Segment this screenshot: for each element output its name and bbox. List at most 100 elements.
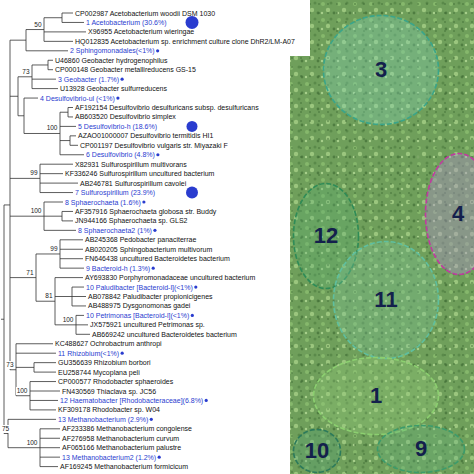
- tree-branch: [16, 395, 30, 396]
- taxon-label: FN646438 uncultured Bacteroidetes bacter…: [85, 254, 230, 263]
- tree-branch: [4, 433, 8, 434]
- tree-branch: [44, 17, 62, 18]
- taxon-label: JN944166 Sphaerochaeta sp. GLS2: [75, 216, 187, 225]
- label-text: AF169245 Methanobacterium formicicum: [60, 463, 188, 470]
- region-shape: [324, 16, 439, 125]
- tree-branch: [40, 164, 73, 165]
- taxon-label: FN430569 Thiaclava sp. JC56: [62, 387, 156, 396]
- taxon-label: AF357916 Sphaerochaeta globosa str. Budd…: [75, 207, 216, 216]
- label-text: AF233386 Methanobacterium congolense: [62, 425, 192, 432]
- taxon-label: X82931 Sulfurospirillum multivorans: [75, 160, 187, 169]
- tree-branch: [40, 173, 63, 174]
- tree-branch: [32, 88, 58, 89]
- otu-label: 7 Sulfurospirillum (23.9%): [75, 188, 155, 197]
- taxon-label: AB078842 Paludibacter propionicigenes: [88, 292, 213, 301]
- taxon-label: AB603520 Desulfovibrio simplex: [75, 112, 176, 121]
- otu-label: 1 Acetobacterium (30.6%): [86, 18, 167, 27]
- taxon-label: AB020205 Sphingobacterium multivorum: [85, 245, 212, 254]
- label-text: AF276958 Methanobacterium curvum: [62, 435, 179, 442]
- bootstrap-value: 100: [30, 207, 43, 215]
- tree-branch: [16, 367, 34, 368]
- tree-branch: [10, 216, 44, 217]
- tree-branch: [40, 457, 60, 458]
- tree-branch: [62, 211, 73, 212]
- tree-branch: [1, 319, 4, 320]
- tree-branch: [30, 409, 56, 410]
- label-text: AY693830 Porphyromonadaceae uncultured b…: [85, 274, 255, 281]
- bootstrap-value: 100: [62, 316, 75, 324]
- label-text: EU258744 Mycoplana peli: [58, 369, 140, 376]
- label-text: GU356639 Rhizobium borbori: [58, 359, 151, 366]
- tree-branch: [40, 183, 78, 184]
- label-text: 4 Desulfovibrio-ul (<1%): [40, 95, 115, 102]
- tree-branch: [16, 343, 53, 344]
- abundance-dot: [142, 200, 145, 203]
- label-text: KF336246 Sulfurospirillum uncultured bac…: [65, 170, 214, 177]
- label-text: FN646438 uncultured Bacteroidetes bacter…: [85, 255, 230, 262]
- tree-branch: [32, 79, 56, 80]
- tree-branch: [62, 13, 73, 14]
- label-text: 75: [2, 425, 9, 432]
- label-text: AB246781 Sulfurospirillum cavolei: [80, 180, 186, 187]
- label-text: 73: [6, 361, 13, 368]
- otu-label: 12 Haematobacter [Rhodobacteraceae](6.8%…: [60, 396, 203, 405]
- label-text: 2 Sphingomonadales(<1%): [70, 47, 155, 54]
- bootstrap-value: 100: [46, 124, 59, 132]
- tree-branch: [8, 419, 56, 420]
- tree-branch: [76, 334, 90, 335]
- tree-branch: [60, 126, 76, 127]
- bootstrap-value: 99: [49, 245, 58, 253]
- taxon-label: AF065166 Methanobacterium palustre: [62, 443, 181, 452]
- tree-branch: [55, 277, 83, 278]
- abundance-dot: [205, 399, 208, 402]
- region-shape: [378, 426, 465, 473]
- image-region: 3: [322, 14, 440, 126]
- bootstrap-value: 50: [33, 21, 42, 29]
- taxon-label: KF309178 Rhodobacter sp. W04: [58, 405, 160, 414]
- tree-branch: [60, 112, 68, 113]
- taxon-label: AB246781 Sulfurospirillum cavolei: [80, 179, 186, 188]
- bootstrap-value: 99: [29, 169, 38, 177]
- otu-label: 9 Bacteroid-h (1.3%): [86, 264, 150, 273]
- label-text: 100: [47, 124, 58, 131]
- region-shape: [426, 154, 474, 275]
- tree-branch: [44, 41, 73, 42]
- label-text: 3 Geobacter (1.7%): [58, 76, 119, 83]
- region-number: 12: [314, 224, 338, 248]
- taxon-label: AB669242 uncultured Bacteroidetes bacter…: [92, 330, 237, 339]
- tree-branch: [60, 268, 84, 269]
- label-text: AB488975 Dysgonomonas gadei: [88, 302, 190, 309]
- label-text: 12 Haematobacter [Rhodobacteraceae](6.8%…: [60, 397, 203, 404]
- region-shape: [314, 358, 439, 435]
- tree-branch: [60, 249, 83, 250]
- label-text: AZAO01000007 Desulfovibrio termitidis HI…: [78, 132, 213, 139]
- tree-branch: [72, 296, 86, 297]
- label-text: 73: [22, 68, 29, 75]
- tree-branch: [24, 98, 38, 99]
- taxon-label: U13928 Geobacter sulfurreducens: [60, 84, 167, 93]
- abundance-dot: [116, 96, 119, 99]
- tree-branch: [40, 466, 58, 467]
- tree-branch: [34, 372, 56, 373]
- label-text: 8 Sphaerochaeta (1.6%): [65, 199, 141, 206]
- taxon-label: GU356639 Rhizobium borbori: [58, 358, 151, 367]
- label-text: KF309178 Rhodobacter sp. W04: [58, 406, 160, 413]
- tree-branch: [26, 50, 68, 51]
- tree-branch: [48, 69, 53, 70]
- tree-branch: [10, 178, 40, 179]
- bootstrap-value: 81: [44, 292, 53, 300]
- tree-branch: [76, 324, 88, 325]
- tree-branch: [44, 216, 62, 217]
- taxon-label: AF192154 Desulfovibrio desulfuricans sub…: [75, 103, 259, 112]
- label-text: 99: [50, 245, 57, 252]
- tree-branch: [24, 133, 60, 134]
- tree-branch: [16, 353, 56, 354]
- otu-label: 13 Methanobacterium2 (1.2%): [62, 453, 156, 462]
- tree-branch: [60, 258, 83, 259]
- taxon-label: CP000148 Geobacter metallireducens GS-15: [55, 65, 196, 74]
- label-text: AB669242 uncultured Bacteroidetes bacter…: [92, 331, 237, 338]
- label-text: U13928 Geobacter sulfurreducens: [60, 85, 167, 92]
- tree-branch: [76, 315, 84, 316]
- otu-label: 8 Sphaerochaeta (1.6%): [65, 198, 141, 207]
